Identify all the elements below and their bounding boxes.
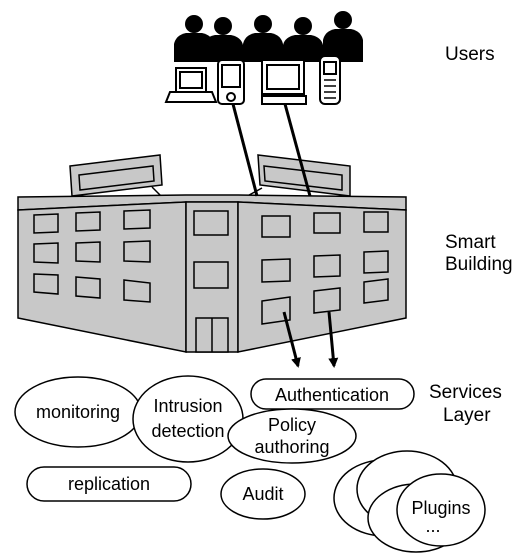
smart-building-label-line2: Building (445, 254, 512, 275)
desktop-computer-icon (261, 59, 307, 105)
person-silhouette-icon (203, 17, 243, 62)
replication-service: replication (26, 466, 192, 502)
mobile-phone-icon (319, 55, 341, 105)
plugins-more-label: ... (425, 516, 440, 536)
authentication-arrow (327, 311, 339, 368)
office-building-icon (17, 154, 407, 353)
services-layer: Authentication monitoring Intrusion dete… (14, 375, 486, 553)
pda-icon (217, 59, 245, 105)
person-silhouette-icon (283, 17, 323, 62)
desktop-connection-line (283, 103, 312, 197)
plugins-bubble (396, 473, 486, 547)
intrusion-label-line2: detection (151, 421, 224, 441)
intrusion-detection-service: Intrusion detection (132, 375, 244, 463)
users-layer-label: Users (445, 44, 495, 65)
authentication-label: Authentication (275, 385, 389, 405)
services-layer-label-line1: Services (429, 382, 502, 403)
plugins-stack: Plugins ... (333, 450, 486, 553)
services-layer-label-line2: Layer (443, 405, 491, 426)
layer-labels: Users Smart Building Services Layer (429, 44, 512, 426)
authentication-service: Authentication (250, 378, 415, 410)
users-silhouettes-icon (174, 11, 363, 62)
laptop-icon (164, 67, 218, 103)
pda-connection-line (231, 103, 259, 197)
monitoring-label: monitoring (36, 402, 120, 422)
monitoring-service: monitoring (14, 376, 142, 448)
person-silhouette-icon (323, 11, 363, 62)
person-silhouette-icon (243, 15, 283, 62)
policy-label-line2: authoring (254, 437, 329, 457)
intrusion-label-line1: Intrusion (153, 396, 222, 416)
audit-service: Audit (220, 468, 306, 520)
authentication-arrow (282, 311, 301, 368)
plugins-label: Plugins (411, 498, 470, 518)
policy-label-line1: Policy (268, 415, 316, 435)
policy-authoring-service: Policy authoring (227, 408, 357, 464)
replication-label: replication (68, 474, 150, 494)
smart-building-label-line1: Smart (445, 232, 496, 253)
audit-label: Audit (242, 484, 283, 504)
connection-lines (231, 103, 339, 368)
